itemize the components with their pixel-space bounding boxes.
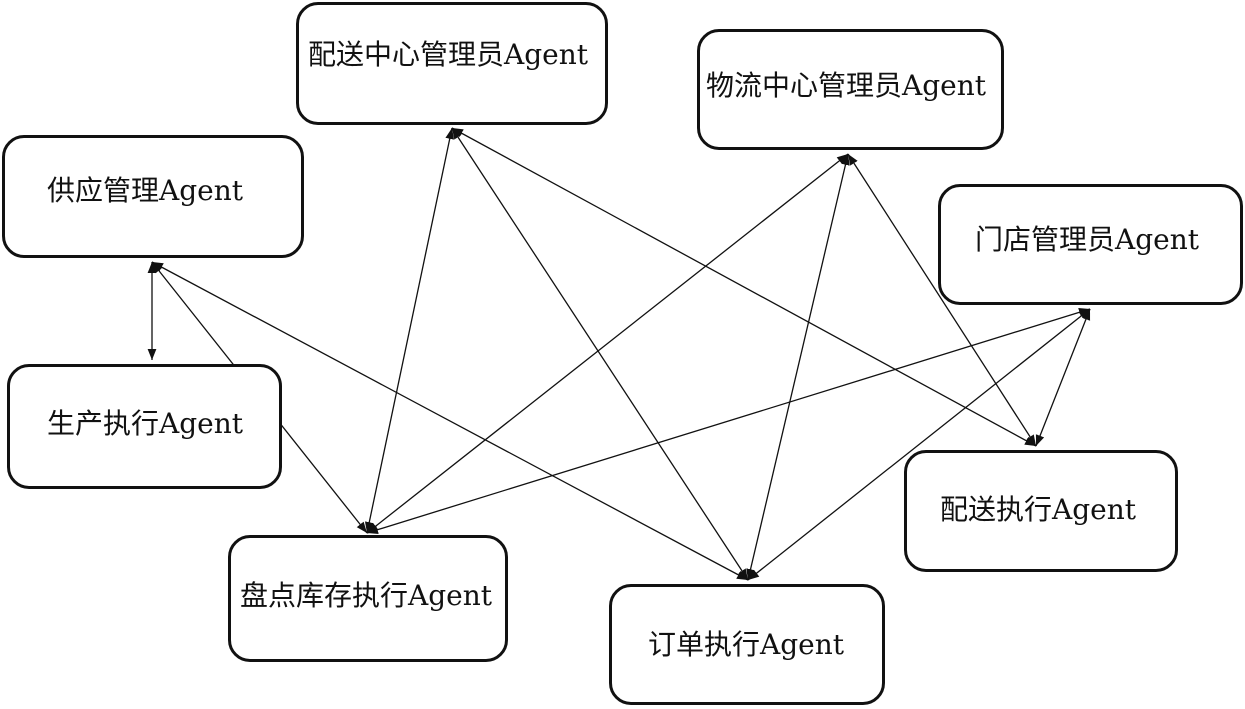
agent-label-distribution-center-manager: 配送中心管理员Agent — [308, 38, 589, 71]
agent-label-store-manager: 门店管理员Agent — [975, 223, 1200, 256]
connector-logistics-center-manager-to-order-execution — [746, 153, 850, 581]
agent-box-logistics-center-manager — [697, 29, 1004, 150]
agent-label-production-execution: 生产执行Agent — [47, 407, 244, 440]
agent-box-supply-management — [2, 135, 304, 258]
agent-label-logistics-center-manager: 物流中心管理员Agent — [706, 69, 987, 102]
agent-box-delivery-execution — [904, 450, 1178, 572]
agent-box-production-execution — [7, 364, 282, 489]
connector-distribution-center-manager-to-inventory-check-execution — [364, 127, 455, 534]
agent-label-order-execution: 订单执行Agent — [648, 628, 845, 661]
connector-distribution-center-manager-to-order-execution — [451, 127, 749, 581]
agent-box-order-execution — [609, 584, 885, 705]
agent-label-delivery-execution: 配送执行Agent — [940, 493, 1137, 526]
agent-box-distribution-center-manager — [296, 2, 608, 125]
agent-label-supply-management: 供应管理Agent — [47, 174, 244, 207]
agent-box-store-manager — [938, 184, 1243, 305]
agent-box-inventory-check-execution — [228, 535, 508, 662]
connector-store-manager-to-order-execution — [747, 308, 1091, 581]
connector-store-manager-to-delivery-execution — [1035, 308, 1091, 447]
connector-logistics-center-manager-to-inventory-check-execution — [366, 153, 849, 534]
agent-label-inventory-check-execution: 盘点库存执行Agent — [240, 579, 493, 612]
